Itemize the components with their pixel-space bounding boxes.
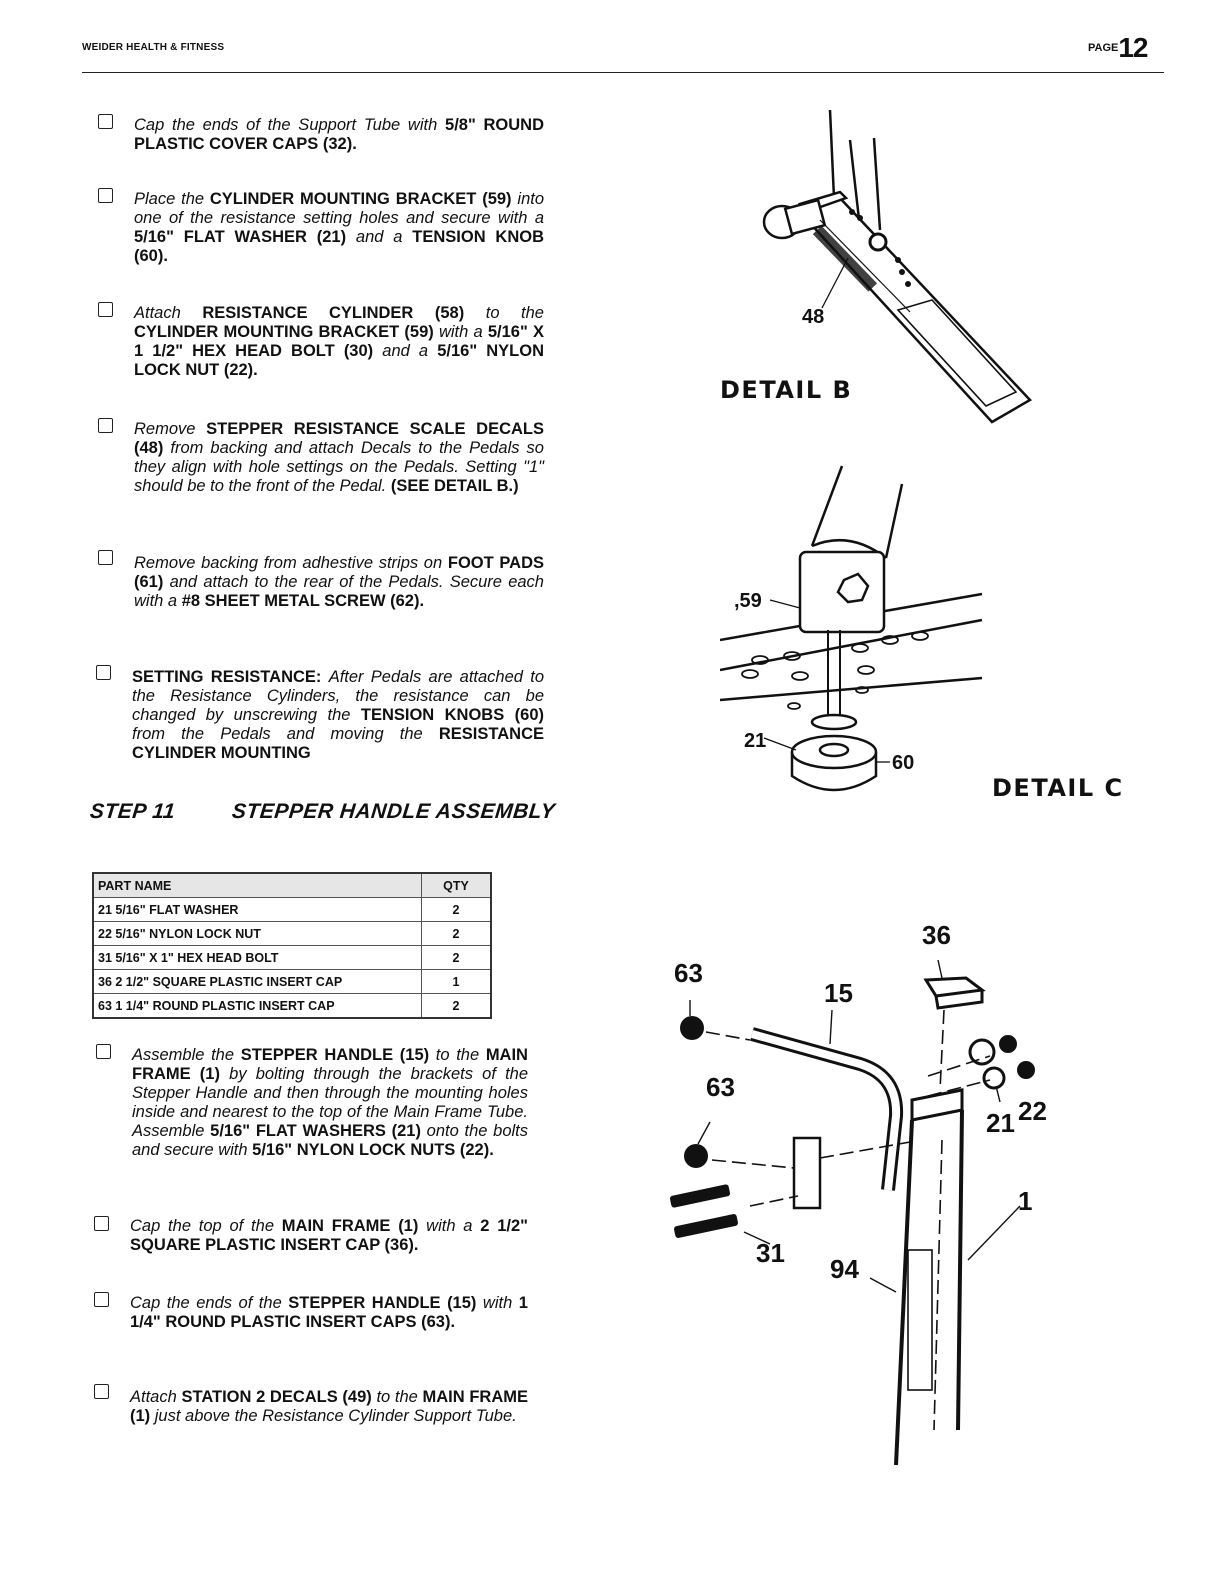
instruction-text: Cap the ends of the Support Tube with 5/… (134, 116, 544, 153)
callout-63-top: 63 (674, 958, 703, 988)
instruction-text: SETTING RESISTANCE: After Pedals are att… (132, 668, 545, 762)
header-brand: WEIDER HEALTH & FITNESS (82, 42, 225, 53)
checkbox[interactable] (98, 114, 113, 129)
detail-b-label: DETAIL B (720, 376, 853, 404)
page-word: PAGE (1088, 42, 1119, 54)
part-qty: 2 (421, 921, 492, 946)
detail-b-illustration (762, 109, 1032, 424)
instruction-text: Attach STATION 2 DECALS (49) to the MAIN… (130, 1388, 528, 1425)
callout-94: 94 (830, 1254, 859, 1284)
page-number-value: 12 (1118, 32, 1148, 63)
detail-c-illustration (720, 465, 983, 792)
callout-21: 21 (744, 730, 767, 752)
detail-c-label: DETAIL C (992, 774, 1124, 802)
callout-21-assembly: 21 (986, 1108, 1015, 1138)
checkbox[interactable] (98, 550, 113, 565)
part-name: 63 1 1/4" ROUND PLASTIC INSERT CAP (92, 993, 422, 1019)
step-heading: STEP 11 STEPPER HANDLE ASSEMBLY (89, 800, 557, 824)
checkbox[interactable] (96, 1044, 111, 1059)
checkbox[interactable] (94, 1384, 109, 1399)
parts-table-header: PART NAME QTY (92, 872, 492, 898)
part-qty: 2 (421, 993, 492, 1019)
part-name: 22 5/16" NYLON LOCK NUT (92, 921, 422, 946)
callout-59: ,59 (734, 590, 762, 612)
part-qty: 2 (421, 897, 492, 922)
callout-63-lower: 63 (706, 1072, 735, 1102)
part-qty: 2 (421, 945, 492, 970)
checkbox[interactable] (98, 418, 113, 433)
instruction-text: Assemble the STEPPER HANDLE (15) to the … (132, 1046, 529, 1159)
checkbox[interactable] (94, 1216, 109, 1231)
instruction-text: Cap the ends of the STEPPER HANDLE (15) … (130, 1294, 528, 1331)
checkbox[interactable] (94, 1292, 109, 1307)
header-rule (82, 72, 1164, 73)
checkbox[interactable] (98, 302, 113, 317)
part-name: 36 2 1/2" SQUARE PLASTIC INSERT CAP (92, 969, 422, 994)
callout-60: 60 (892, 752, 915, 774)
part-qty: 1 (421, 969, 492, 994)
instruction-text: Remove backing from adhestive strips on … (134, 554, 545, 610)
step-title: STEPPER HANDLE ASSEMBLY (230, 800, 557, 823)
instruction-text: Remove STEPPER RESISTANCE SCALE DECALS (… (134, 420, 545, 495)
checkbox[interactable] (98, 188, 113, 203)
part-name: 31 5/16" X 1" HEX HEAD BOLT (92, 945, 422, 970)
callout-22: 22 (1018, 1096, 1047, 1126)
checkbox[interactable] (96, 665, 111, 680)
step-number: STEP 11 (88, 800, 177, 823)
callout-36: 36 (922, 920, 951, 950)
callout-1: 1 (1018, 1186, 1033, 1216)
instruction-text: Place the CYLINDER MOUNTING BRACKET (59)… (134, 190, 545, 265)
page-number: PAGE12 (1088, 32, 1149, 64)
instruction-text: Cap the top of the MAIN FRAME (1) with a… (130, 1217, 528, 1254)
instruction-text: Attach RESISTANCE CYLINDER (58) to the C… (134, 304, 545, 379)
callout-15: 15 (824, 978, 853, 1008)
callout-31: 31 (756, 1238, 785, 1268)
col-part-name: PART NAME (92, 872, 422, 898)
callout-48: 48 (802, 306, 825, 328)
part-name: 21 5/16" FLAT WASHER (92, 897, 422, 922)
col-qty: QTY (421, 872, 492, 898)
handle-assembly-illustration (669, 959, 1035, 1466)
